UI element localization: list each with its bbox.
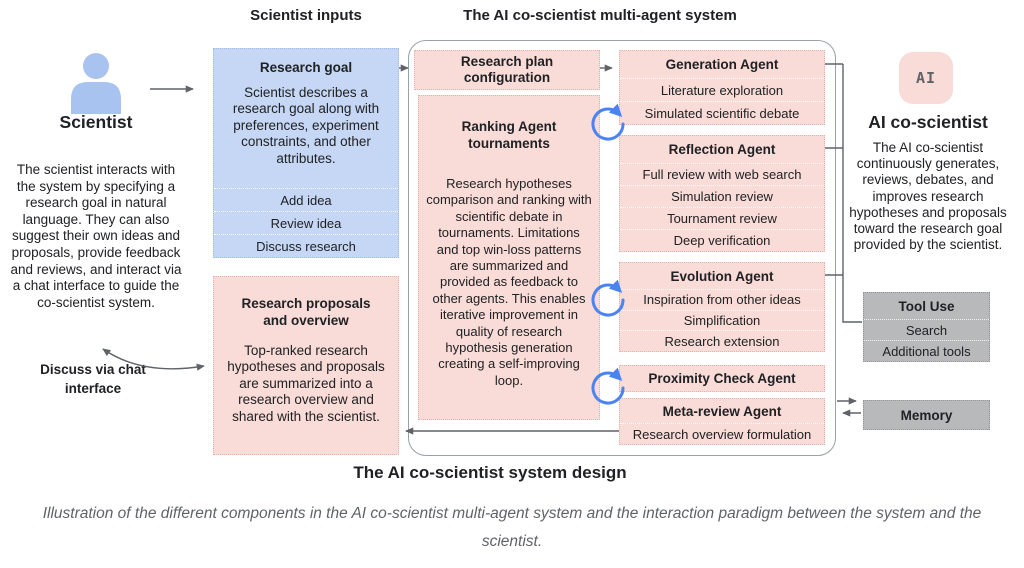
ai-co-scientist-title: AI co-scientist	[868, 112, 988, 132]
scientist-person-icon	[71, 53, 121, 114]
ai-co-scientist-description: The AI co-scientist continuously generat…	[849, 140, 1007, 253]
meta-review-agent-box: Meta-review Agent Research overview form…	[619, 398, 825, 445]
research-plan-configuration-box: Research plan configuration	[414, 50, 600, 90]
reflection-agent-title: Reflection Agent	[668, 142, 776, 157]
proximity-check-agent-box: Proximity Check Agent	[619, 365, 825, 392]
diagram-title: The AI co-scientist system design	[353, 463, 627, 482]
chat-interface-label: Discuss via chat interface	[40, 362, 146, 396]
reflection-agent-box: Reflection Agent Full review with web se…	[619, 135, 825, 252]
ranking-agent-title: Ranking Agent tournaments	[461, 119, 557, 151]
tool-use-item: Additional tools	[864, 340, 989, 361]
scientist-title: Scientist	[59, 112, 133, 132]
action-discuss-research: Discuss research	[214, 234, 398, 257]
agent-item: Research overview formulation	[620, 423, 824, 444]
agent-item: Tournament review	[620, 207, 824, 229]
ranking-agent-description: Research hypotheses comparison and ranki…	[426, 176, 592, 388]
evolution-agent-box: Evolution Agent Inspiration from other i…	[619, 262, 825, 352]
research-proposals-box: Research proposals and overview Top-rank…	[213, 276, 399, 455]
research-goal-box: Research goal Scientist describes a rese…	[213, 48, 399, 258]
agent-item: Research extension	[620, 330, 824, 351]
proximity-check-agent-title: Proximity Check Agent	[648, 371, 796, 386]
tool-use-title: Tool Use	[898, 298, 955, 314]
action-add-idea: Add idea	[214, 188, 398, 211]
tool-use-item: Search	[864, 319, 989, 340]
ranking-agent-box: Ranking Agent tournaments Research hypot…	[418, 95, 600, 420]
figure-caption: Illustration of the different components…	[42, 505, 982, 550]
generation-agent-title: Generation Agent	[665, 57, 779, 72]
generation-agent-box: Generation Agent Literature exploration …	[619, 50, 825, 125]
action-review-idea: Review idea	[214, 211, 398, 234]
research-goal-title: Research goal	[259, 59, 353, 75]
research-goal-description: Scientist describes a research goal alon…	[232, 85, 380, 166]
agent-item: Simulated scientific debate	[620, 101, 824, 124]
agent-item: Simulation review	[620, 185, 824, 207]
agent-item: Inspiration from other ideas	[620, 289, 824, 310]
research-proposals-title: Research proposals and overview	[241, 296, 371, 328]
scientist-description: The scientist interacts with the system …	[10, 162, 182, 310]
memory-box: Memory	[863, 400, 990, 430]
agent-item: Full review with web search	[620, 163, 824, 185]
system-header: The AI co-scientist multi-agent system	[463, 7, 737, 24]
meta-review-agent-title: Meta-review Agent	[662, 403, 782, 419]
agent-item: Literature exploration	[620, 78, 824, 101]
research-proposals-description: Top-ranked research hypotheses and propo…	[227, 343, 385, 424]
evolution-agent-title: Evolution Agent	[670, 268, 774, 284]
scientist-inputs-header: Scientist inputs	[250, 7, 362, 24]
agent-item: Deep verification	[620, 229, 824, 251]
tool-use-box: Tool Use Search Additional tools	[863, 292, 990, 362]
ai-badge-icon: AI	[899, 52, 953, 104]
agent-item: Simplification	[620, 309, 824, 331]
